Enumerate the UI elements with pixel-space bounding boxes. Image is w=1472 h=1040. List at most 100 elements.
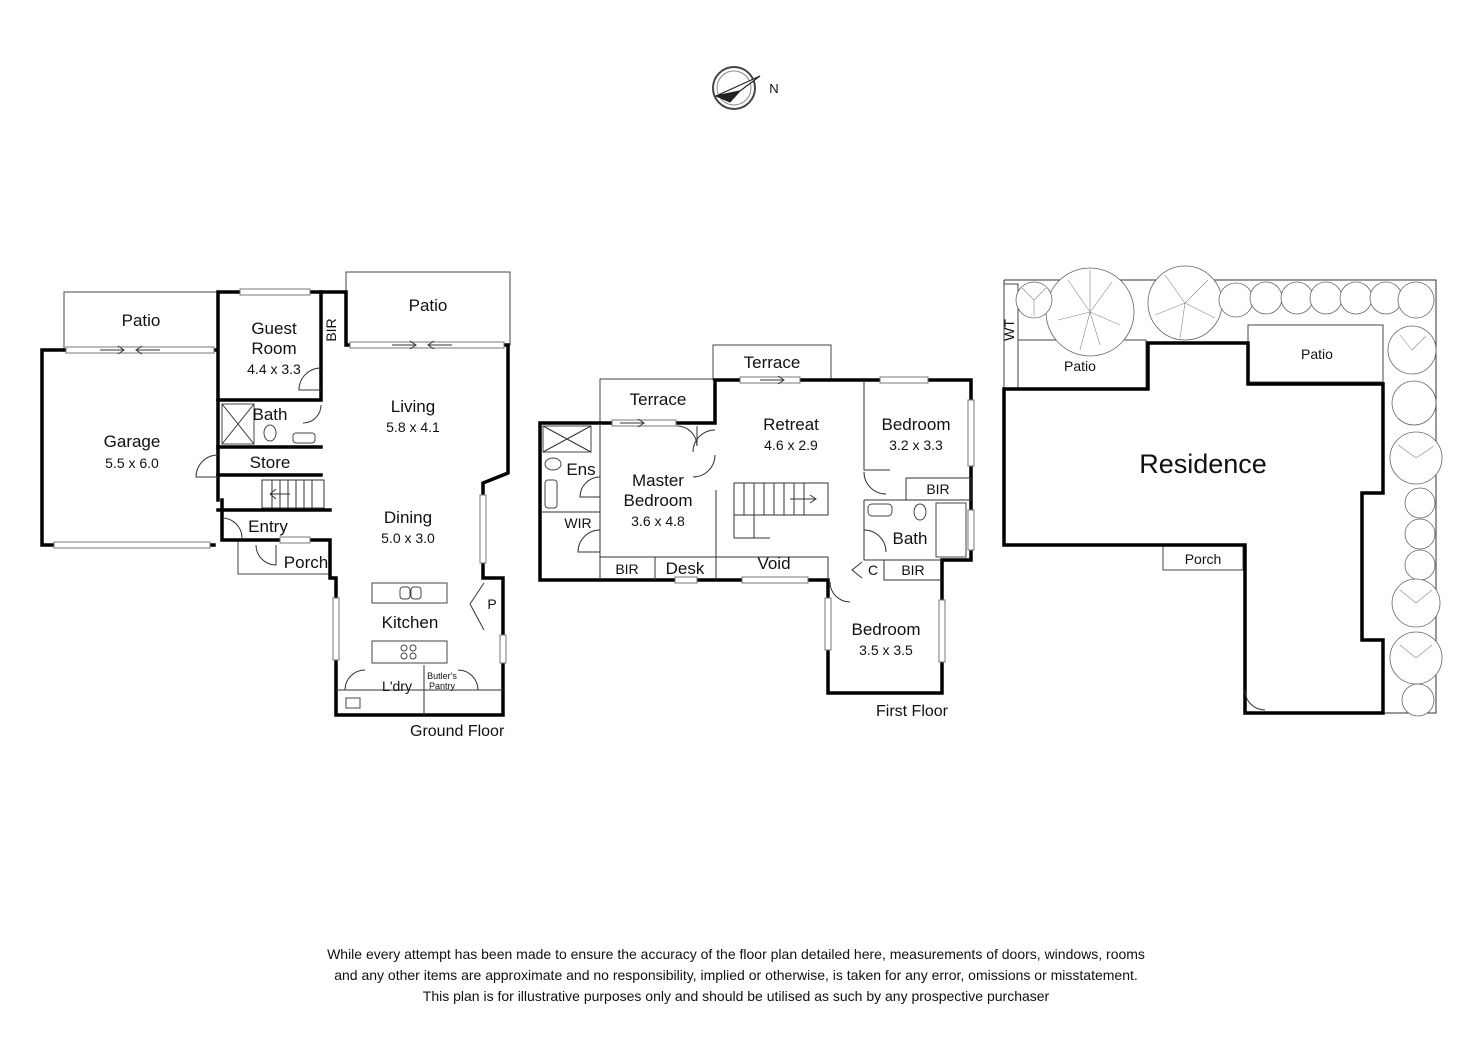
patio-left-label: Patio <box>122 311 161 330</box>
terrace-right-outline <box>712 344 832 381</box>
master-bedroom-label-line1: Master <box>632 471 684 490</box>
kitchen-window-left <box>332 597 340 661</box>
living-dims: 5.8 x 4.1 <box>386 419 440 435</box>
master-bedroom-label-line2: Bedroom <box>624 491 693 510</box>
patio-left-outline <box>63 291 219 351</box>
patio-right-arrows-icon <box>392 340 452 350</box>
site-patio-right-label: Patio <box>1301 346 1333 362</box>
ground-floor-title: Ground Floor <box>410 723 505 740</box>
retreat-label: Retreat <box>763 415 819 434</box>
linen-c-label: C <box>868 562 878 578</box>
laundry-tub-icon <box>345 697 361 709</box>
patio-right-label: Patio <box>409 296 448 315</box>
toilet-icon <box>263 424 277 442</box>
master-door-icon <box>692 429 716 453</box>
garage-door <box>53 541 211 549</box>
store-label: Store <box>250 453 291 472</box>
pantry-label: P <box>487 596 496 612</box>
linen-door-icon <box>851 561 863 579</box>
site-porch-label: Porch <box>1185 551 1222 567</box>
desk-label: Desk <box>666 559 705 578</box>
first-floor-title: First Floor <box>876 703 949 720</box>
guest-room-dims: 4.4 x 3.3 <box>247 361 301 377</box>
butlers-pantry-label-line1: Butler's <box>427 671 457 681</box>
living-label: Living <box>391 397 435 416</box>
dining-dims: 5.0 x 3.0 <box>381 530 435 546</box>
porch-door-icon <box>255 544 277 566</box>
bedroom-b-side-window <box>824 597 832 651</box>
entry-door-icon <box>221 517 243 539</box>
store-door-icon <box>195 454 219 478</box>
disclaimer-line: This plan is for illustrative purposes o… <box>422 988 1050 1004</box>
living-door-icon <box>302 404 322 424</box>
terrace-left-arrow-icon <box>620 418 645 428</box>
bedroom-a-dims: 3.2 x 3.3 <box>889 437 943 453</box>
disclaimer-line: While every attempt has been made to ens… <box>327 946 1145 962</box>
desk-window <box>674 576 698 584</box>
bath-label: Bath <box>253 405 288 424</box>
ens-vanity-icon <box>544 479 558 509</box>
bedroom-b-dims: 3.5 x 3.5 <box>859 642 913 658</box>
retreat-dims: 4.6 x 2.9 <box>764 437 818 453</box>
first-floor-plan: Terrace Terrace Ens WIR Master Bedroom 3… <box>538 344 975 720</box>
first-bath-basin-icon <box>867 503 893 517</box>
wir-label: WIR <box>564 515 591 531</box>
first-floor-inner-walls <box>540 380 972 581</box>
guest-bir-label: BIR <box>323 318 339 341</box>
bedroom-a-door-icon <box>863 471 887 495</box>
entry-label: Entry <box>248 517 288 536</box>
disclaimer-line: and any other items are approximate and … <box>334 967 1138 983</box>
garage-dims: 5.5 x 6.0 <box>105 455 159 471</box>
ground-floor-plan: Patio Garage 5.5 x 6.0 Guest Room 4.4 x … <box>40 271 511 740</box>
butlers-pantry-label-line2: Pantry <box>429 681 456 691</box>
disclaimer: While every attempt has been made to ens… <box>236 944 1236 1007</box>
guest-room-door-icon <box>298 367 322 391</box>
wir-door-icon <box>577 529 601 553</box>
first-bath-shower-icon <box>935 502 967 558</box>
bedroom-a-bir-label: BIR <box>926 481 949 497</box>
bedroom-a-window <box>879 376 929 384</box>
tree-row-icon <box>1015 265 1443 717</box>
basin-icon <box>292 432 316 444</box>
guest-room-label-line2: Room <box>251 339 296 358</box>
first-floor-stairs-icon <box>733 482 829 539</box>
laundry-partition <box>336 665 503 715</box>
retreat-door-icon <box>692 454 716 478</box>
void-window <box>741 576 809 584</box>
compass-north-label: N <box>769 81 778 96</box>
bedroom-a-label: Bedroom <box>882 415 951 434</box>
bedroom-b-door-icon <box>829 581 851 603</box>
porch-label: Porch <box>284 553 328 572</box>
site-patio-left-label: Patio <box>1064 358 1096 374</box>
terrace-left-label: Terrace <box>630 390 687 409</box>
patio-right-slider <box>349 341 505 349</box>
laundry-door-icon <box>344 669 366 691</box>
porch-window <box>279 536 311 544</box>
bath-door-icon <box>863 529 887 553</box>
compass: N <box>712 66 779 110</box>
patio-left-arrows-icon <box>100 345 160 355</box>
butlers-pantry-door-icon <box>457 669 479 691</box>
guest-room-window <box>239 288 311 296</box>
bedroom-a-side-window <box>967 399 975 467</box>
first-bath-label: Bath <box>893 529 928 548</box>
dining-window <box>479 494 487 564</box>
residence-outline <box>1002 341 1385 715</box>
ens-door-icon <box>579 476 601 498</box>
water-tank-label: WT <box>1001 319 1017 341</box>
stairs-icon <box>261 479 325 509</box>
dining-label: Dining <box>384 508 432 527</box>
bedroom-b-window <box>938 599 946 663</box>
kitchen-window-right <box>499 634 507 664</box>
guest-room-label-line1: Guest <box>251 319 297 338</box>
bath-window <box>967 509 975 551</box>
master-bedroom-dims: 3.6 x 4.8 <box>631 513 685 529</box>
bedroom-b-label: Bedroom <box>852 620 921 639</box>
laundry-label: L'dry <box>382 678 412 694</box>
site-plan: WT Patio Patio Residence Porch <box>1001 265 1443 717</box>
site-porch-outline <box>1162 544 1244 571</box>
ens-label: Ens <box>566 460 595 479</box>
pantry-door-icon <box>469 582 485 631</box>
terrace-right-arrow-icon <box>760 375 785 385</box>
